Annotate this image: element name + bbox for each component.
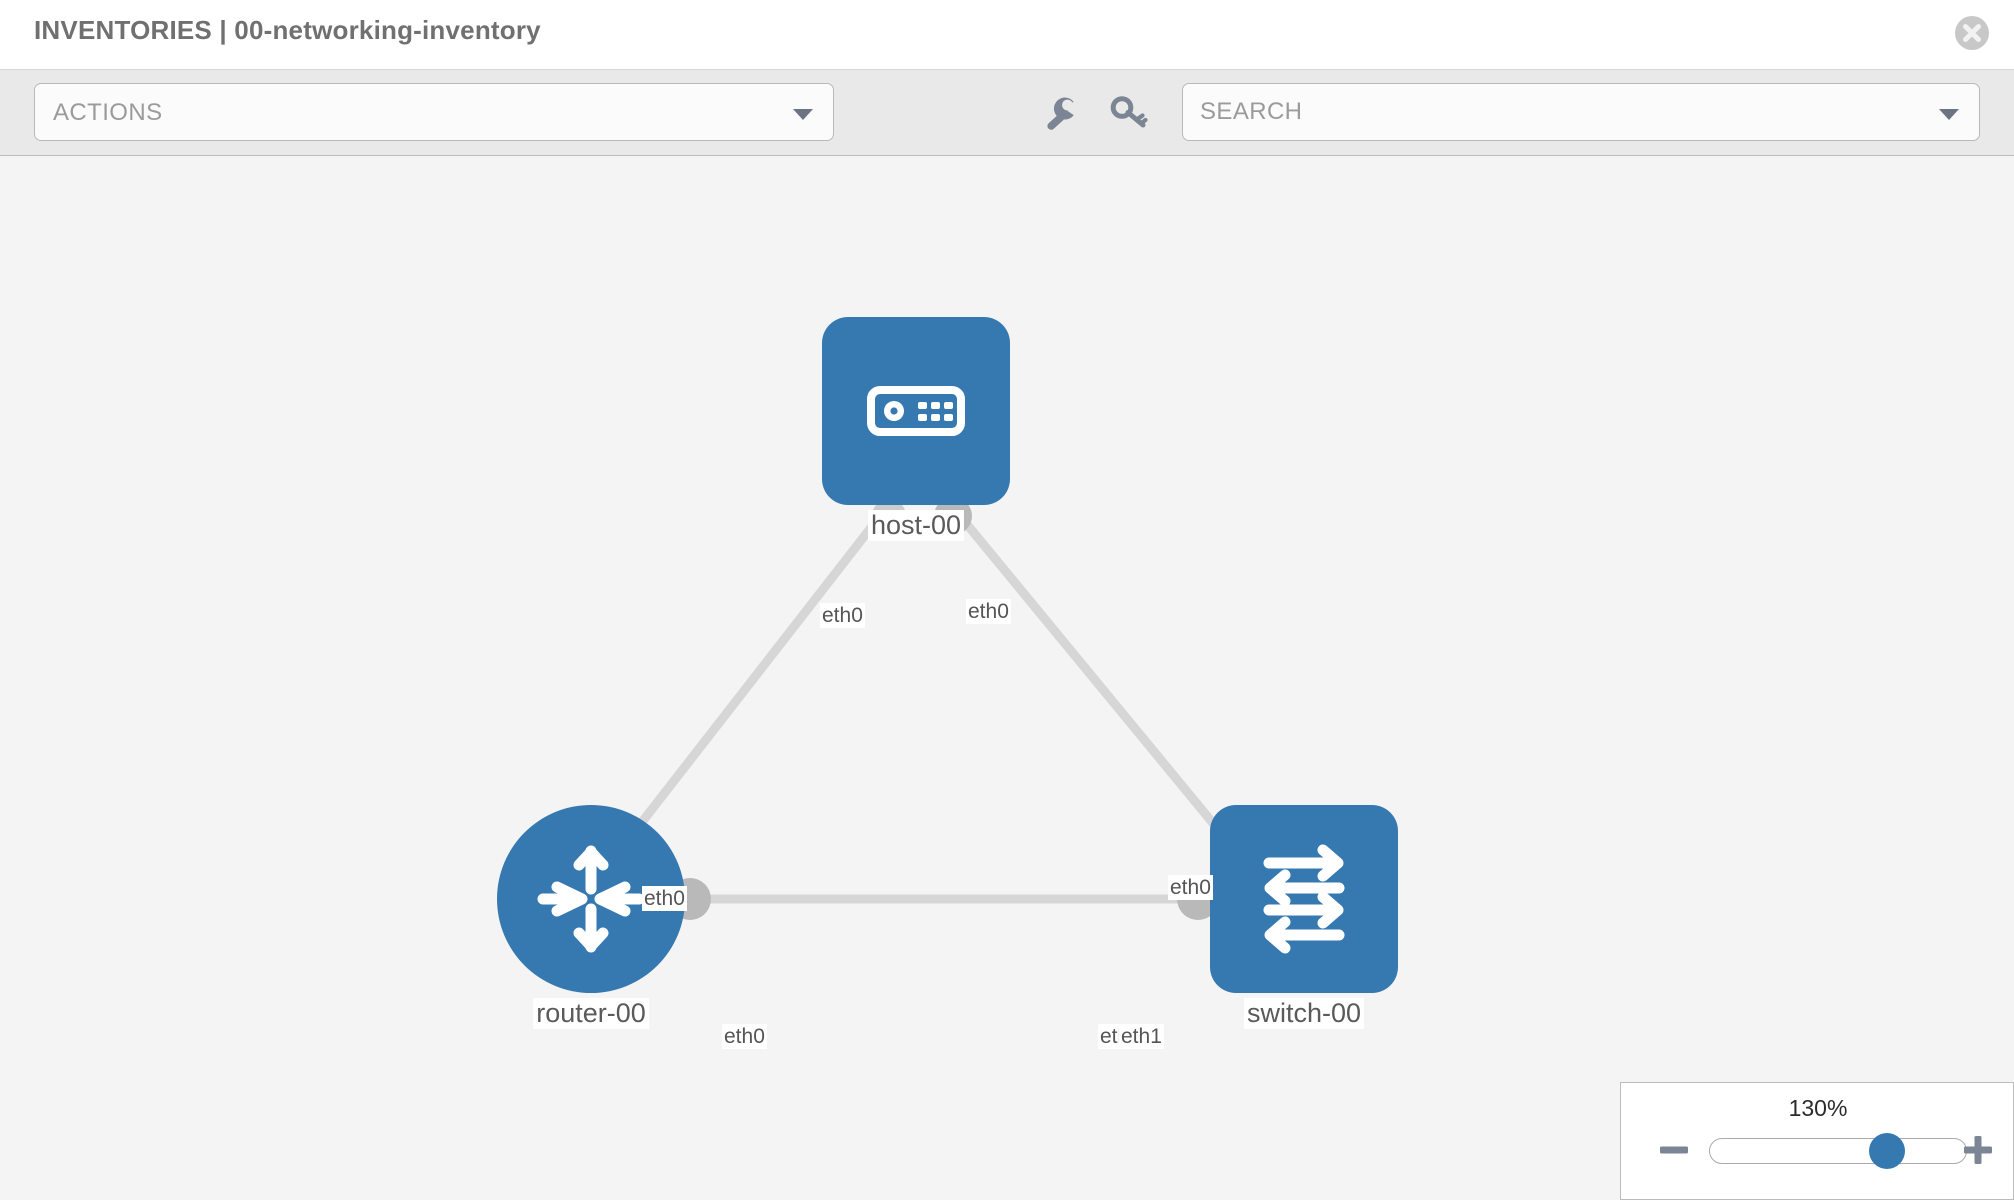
actions-dropdown-label: ACTIONS: [53, 99, 163, 126]
switch-arrows-icon: [1263, 844, 1345, 954]
topology-edges-layer: [596, 497, 1255, 920]
toolbar: ACTIONS: [0, 70, 2014, 156]
title-bar: INVENTORIES | 00-networking-inventory: [0, 0, 2014, 70]
server-icon: [867, 386, 965, 436]
zoom-control-panel: 130%: [1620, 1082, 2014, 1200]
edge-host-router: [596, 513, 884, 879]
port-label-host-left-eth0: eth0: [820, 603, 865, 628]
node-switch-00-label: switch-00: [1243, 998, 1365, 1029]
zoom-slider-thumb[interactable]: [1868, 1133, 1905, 1169]
search-input[interactable]: [1200, 84, 1920, 140]
chevron-down-icon: [793, 109, 813, 120]
key-icon[interactable]: [1108, 92, 1150, 134]
zoom-level-label: 130%: [1788, 1095, 1848, 1121]
page-title: INVENTORIES | 00-networking-inventory: [34, 15, 541, 45]
port-label-switch-up-eth0: eth0: [1168, 875, 1213, 900]
close-icon[interactable]: [1952, 13, 1992, 53]
node-host-00[interactable]: host-00: [822, 317, 1010, 541]
node-switch-00[interactable]: switch-00: [1210, 805, 1398, 1029]
wrench-icon[interactable]: [1040, 92, 1082, 134]
minus-icon[interactable]: [1657, 1133, 1691, 1167]
router-arrows-icon: [537, 845, 645, 953]
edge-host-switch: [956, 513, 1244, 859]
port-label-host-right-eth0: eth0: [966, 599, 1011, 624]
chevron-down-icon[interactable]: [1939, 109, 1959, 120]
topology-canvas[interactable]: host-00 router-00: [0, 156, 2014, 1200]
zoom-slider[interactable]: [1709, 1133, 1967, 1169]
plus-icon[interactable]: [1961, 1133, 1995, 1167]
node-switch-00-shape: [1210, 805, 1398, 993]
node-router-00-label: router-00: [533, 998, 649, 1029]
actions-dropdown[interactable]: ACTIONS: [34, 83, 834, 141]
port-label-router-up-eth0: eth0: [642, 886, 687, 911]
search-field[interactable]: [1182, 83, 1980, 141]
port-label-router-right-eth0: eth0: [722, 1024, 767, 1049]
port-label-switch-left-eth1: eth1: [1119, 1024, 1164, 1049]
node-host-00-shape: [822, 317, 1010, 505]
node-host-00-label: host-00: [867, 510, 965, 541]
